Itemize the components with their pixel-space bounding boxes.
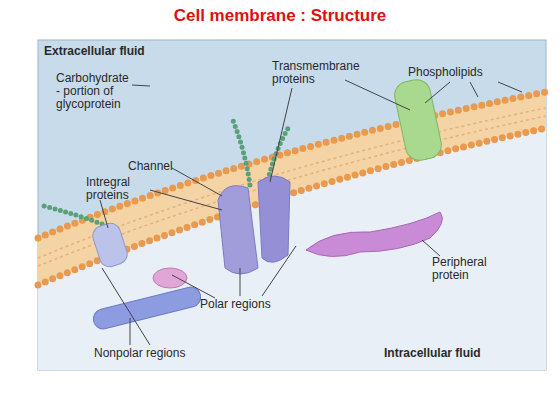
lipid-bilayer [38,92,546,285]
panel [38,40,546,370]
part-label: Transmembrane proteins [272,60,372,86]
part-label: Intracellular fluid [384,347,524,360]
part-label: Intregral proteins [86,176,152,202]
integral-protein [90,221,130,270]
part-label: Nonpolar regions [94,347,224,360]
carbohydrate-chain [232,118,250,185]
part-label: Phospholipids [408,66,518,79]
part-label: Peripheral protein [432,256,504,282]
carbohydrate-chain [40,205,112,228]
channel-protein [218,186,258,274]
phospholipid-heads [38,92,546,238]
phospholipid-heads [38,128,546,285]
part-label: Polar regions [200,298,300,311]
part-label: Carbohydrate - portion of glycoprotein [56,72,134,111]
channel-protein [258,176,290,262]
carbohydrate-chain [268,125,290,180]
part-label: Extracellular fluid [44,45,184,58]
leader-lines [100,80,522,345]
part-label: Channel [128,160,188,173]
integral-protein [153,268,187,288]
peripheral-protein [306,212,442,257]
transmembrane-protein [392,77,444,163]
integral-protein [91,285,203,331]
page-title: Cell membrane : Structure [0,6,560,26]
